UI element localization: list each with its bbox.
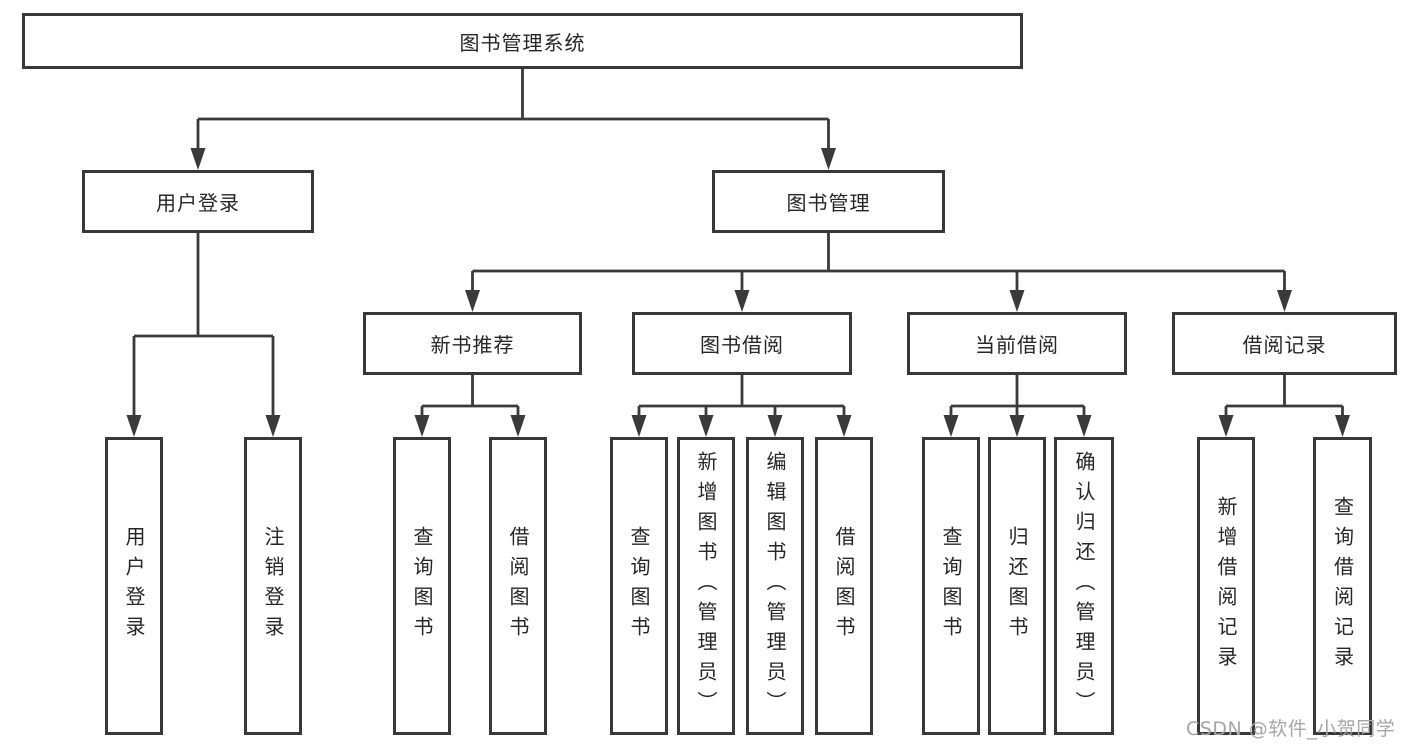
leaf-query-books-3-label: 查询图书 (939, 526, 963, 646)
leaf-query-borrow-record: 查询借阅记录 (1313, 437, 1372, 735)
arrowhead-icon (1009, 415, 1025, 437)
leaf-user-login: 用户登录 (105, 437, 163, 735)
leaf-return-books: 归还图书 (988, 437, 1046, 735)
node-library-system: 图书管理系统 (22, 13, 1023, 69)
arrowhead-icon (510, 415, 526, 437)
arrowhead-icon (126, 415, 142, 437)
leaf-borrow-books-1-label: 借阅图书 (506, 526, 530, 646)
leaf-query-books-3: 查询图书 (922, 437, 980, 735)
arrowhead-icon (734, 290, 750, 312)
node-user-login: 用户登录 (82, 170, 314, 233)
node-new-book-recommend-label: 新书推荐 (430, 333, 515, 357)
node-book-management: 图书管理 (712, 170, 945, 233)
leaf-query-books-2: 查询图书 (610, 437, 668, 735)
node-book-management-label: 图书管理 (786, 191, 871, 215)
arrowhead-icon (1335, 415, 1350, 437)
leaf-add-books-admin: 新增图书（管理员） (677, 437, 735, 735)
leaf-add-borrow-record-label: 新增借阅记录 (1214, 496, 1238, 676)
leaf-confirm-return-admin: 确认归还（管理员） (1054, 437, 1114, 735)
node-book-borrowing: 图书借阅 (632, 312, 852, 375)
node-borrowing-records: 借阅记录 (1172, 312, 1397, 375)
leaf-confirm-return-admin-label: 确认归还（管理员） (1072, 451, 1096, 721)
leaf-query-books-1-label: 查询图书 (410, 526, 434, 646)
leaf-add-borrow-record: 新增借阅记录 (1197, 437, 1255, 735)
leaf-logout-label: 注销登录 (261, 526, 285, 646)
leaf-add-books-admin-label: 新增图书（管理员） (694, 451, 718, 721)
leaf-edit-books-admin: 编辑图书（管理员） (746, 437, 804, 735)
leaf-user-login-label: 用户登录 (122, 526, 146, 646)
leaf-borrow-books-2: 借阅图书 (815, 437, 873, 735)
leaf-edit-books-admin-label: 编辑图书（管理员） (763, 451, 787, 721)
arrowhead-icon (190, 148, 206, 170)
node-current-borrowing-label: 当前借阅 (975, 333, 1059, 357)
arrowhead-icon (631, 415, 647, 437)
watermark: CSDN @软件_小贺同学 (1186, 718, 1396, 740)
arrowhead-icon (767, 415, 783, 437)
arrowhead-icon (1277, 290, 1292, 312)
connector-path (132, 69, 1344, 420)
leaf-borrow-books-2-label: 借阅图书 (832, 526, 856, 646)
leaf-logout: 注销登录 (244, 437, 302, 735)
leaf-borrow-books-1: 借阅图书 (489, 437, 547, 735)
arrowhead-icon (821, 148, 836, 170)
leaf-query-books-2-label: 查询图书 (627, 526, 651, 646)
node-library-system-label: 图书管理系统 (459, 30, 586, 55)
leaf-query-borrow-record-label: 查询借阅记录 (1330, 496, 1355, 676)
arrowhead-icon (1009, 290, 1025, 312)
arrowhead-icon (1076, 415, 1092, 437)
leaf-return-books-label: 归还图书 (1005, 526, 1029, 646)
leaf-query-books-1: 查询图书 (393, 437, 451, 735)
arrowhead-icon (414, 415, 430, 437)
arrowhead-icon (465, 290, 480, 312)
node-current-borrowing: 当前借阅 (907, 312, 1127, 375)
arrowhead-icon (943, 415, 959, 437)
arrowhead-icon (698, 415, 714, 437)
arrowhead-icon (265, 415, 281, 437)
node-book-borrowing-label: 图书借阅 (700, 333, 784, 357)
node-user-login-label: 用户登录 (156, 191, 240, 215)
arrowhead-icon (1218, 415, 1234, 437)
node-new-book-recommend: 新书推荐 (363, 312, 582, 375)
node-borrowing-records-label: 借阅记录 (1242, 333, 1327, 357)
arrowhead-icon (836, 415, 852, 437)
